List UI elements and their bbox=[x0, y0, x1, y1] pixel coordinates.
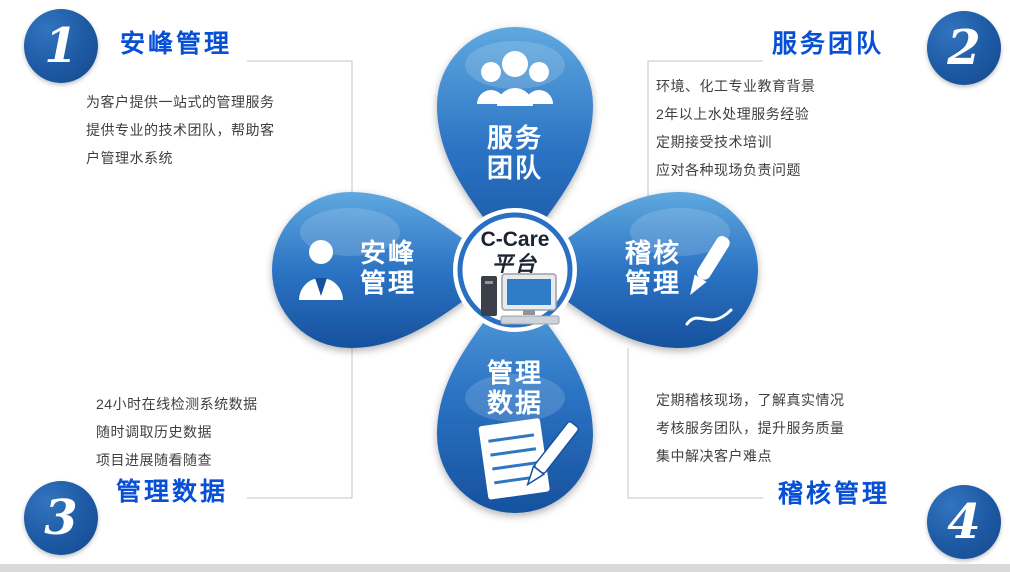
section-2-description: 环境、化工专业教育背景 2年以上水处理服务经验 定期接受技术培训 应对各种现场负… bbox=[656, 72, 816, 184]
section-4-number-badge: 4 bbox=[927, 485, 1001, 559]
desc-line: 考核服务团队，提升服务质量 bbox=[656, 420, 845, 436]
report-pencil-icon bbox=[478, 418, 580, 500]
petal-top-label-line1: 服务 bbox=[487, 123, 543, 153]
petal-top bbox=[437, 27, 593, 270]
connector-top-right bbox=[647, 60, 763, 196]
connector-top-left bbox=[247, 60, 353, 192]
section-1-number: 1 bbox=[44, 18, 78, 74]
desc-line: 应对各种现场负责问题 bbox=[656, 162, 801, 178]
flower-diagram: 服务 团队 安峰 管理 稽核 管理 管理 数据 bbox=[272, 27, 758, 513]
center-subtitle: 平台 bbox=[492, 252, 538, 276]
businessman-icon bbox=[299, 240, 343, 300]
center-hub: C-Care 平台 bbox=[453, 208, 577, 332]
bottom-divider-bar bbox=[0, 564, 1010, 572]
desc-line: 提供专业的技术团队，帮助客 bbox=[86, 122, 275, 138]
desc-line: 户管理水系统 bbox=[86, 150, 173, 166]
center-title: C-Care bbox=[481, 228, 550, 251]
desc-line: 环境、化工专业教育背景 bbox=[656, 78, 816, 94]
desc-line: 集中解决客户难点 bbox=[656, 448, 772, 464]
section-1-title: 安峰管理 bbox=[120, 30, 233, 58]
desc-line: 为客户提供一站式的管理服务 bbox=[86, 94, 275, 110]
petal-left bbox=[272, 192, 515, 348]
petal-left-label-line2: 管理 bbox=[360, 268, 416, 298]
section-1-number-badge: 1 bbox=[24, 9, 98, 83]
section-4-number: 4 bbox=[947, 494, 981, 550]
section-4-description: 定期稽核现场，了解真实情况 考核服务团队，提升服务质量 集中解决客户难点 bbox=[656, 386, 845, 470]
desc-line: 随时调取历史数据 bbox=[96, 424, 212, 440]
section-3-number: 3 bbox=[44, 490, 78, 546]
desktop-computer-icon bbox=[481, 273, 560, 325]
desc-line: 定期接受技术培训 bbox=[656, 134, 772, 150]
section-2-number: 2 bbox=[947, 20, 981, 76]
pen-icon bbox=[685, 236, 733, 326]
petal-top-label-line2: 团队 bbox=[487, 153, 543, 183]
section-3-title: 管理数据 bbox=[116, 478, 229, 506]
desc-line: 2年以上水处理服务经验 bbox=[656, 106, 810, 122]
section-4-title: 稽核管理 bbox=[778, 480, 891, 508]
section-3-number-badge: 3 bbox=[24, 481, 98, 555]
section-3-description: 24小时在线检测系统数据 随时调取历史数据 项目进展随看随查 bbox=[96, 390, 258, 474]
desc-line: 24小时在线检测系统数据 bbox=[96, 396, 258, 412]
petal-bottom-label-line1: 管理 bbox=[487, 358, 543, 388]
petal-left-label-line1: 安峰 bbox=[360, 238, 416, 268]
connector-bottom-left bbox=[247, 348, 353, 499]
team-icon bbox=[477, 51, 553, 106]
desc-line: 定期稽核现场，了解真实情况 bbox=[656, 392, 845, 408]
petal-bottom-label-line2: 数据 bbox=[487, 388, 543, 418]
petal-right-label-line1: 稽核 bbox=[625, 238, 681, 268]
section-2-number-badge: 2 bbox=[927, 11, 1001, 85]
desc-line: 项目进展随看随查 bbox=[96, 452, 212, 468]
petal-right bbox=[515, 192, 758, 348]
petal-gloss bbox=[300, 41, 730, 422]
petal-right-label-line2: 管理 bbox=[625, 268, 681, 298]
connector-bottom-right bbox=[627, 348, 763, 499]
section-1-description: 为客户提供一站式的管理服务 提供专业的技术团队，帮助客 户管理水系统 bbox=[86, 88, 275, 172]
section-2-title: 服务团队 bbox=[772, 30, 885, 58]
